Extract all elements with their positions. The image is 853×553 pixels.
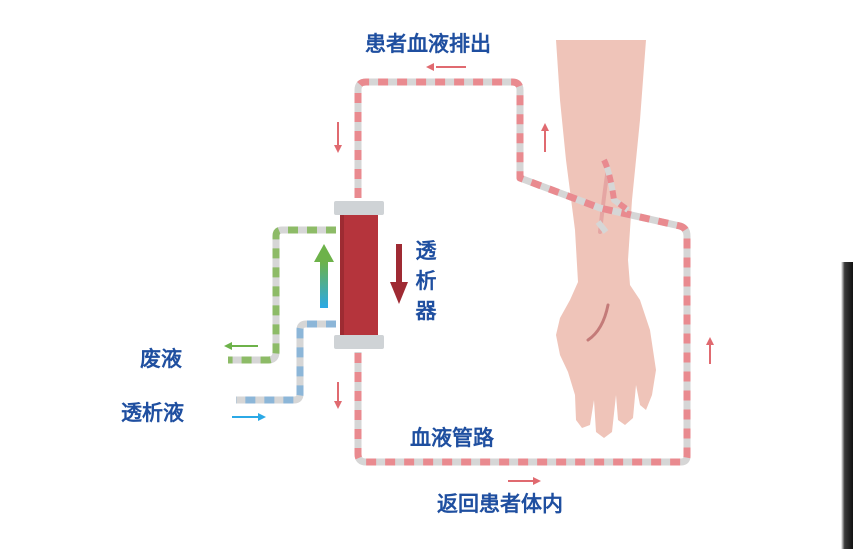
- dialysate-tubing: [236, 320, 336, 404]
- label-return-to-patient: 返回患者体内: [437, 492, 563, 516]
- dialyzer-icon: [334, 201, 384, 349]
- dialysate-in-arrow-icon: [232, 413, 266, 421]
- label-patient-blood-out: 患者血液排出: [365, 32, 491, 56]
- arm-icon: [556, 40, 656, 438]
- label-blood-tubing: 血液管路: [410, 426, 494, 450]
- top-left-arrowhead-icon: [426, 63, 434, 71]
- dark-edge-strip: [841, 262, 853, 549]
- dialysate-flow-up-arrow-icon: [314, 244, 334, 308]
- waste-tubing: [228, 226, 336, 364]
- blood-flow-down-arrow-icon: [390, 244, 408, 304]
- label-dialysate: 透析液: [121, 401, 184, 425]
- waste-out-arrow-icon: [224, 342, 258, 350]
- blood-tubing: [354, 78, 691, 466]
- label-waste-fluid: 废液: [140, 347, 182, 371]
- red-flow-arrows: [334, 63, 714, 485]
- label-dialyzer: 透析器: [415, 239, 437, 323]
